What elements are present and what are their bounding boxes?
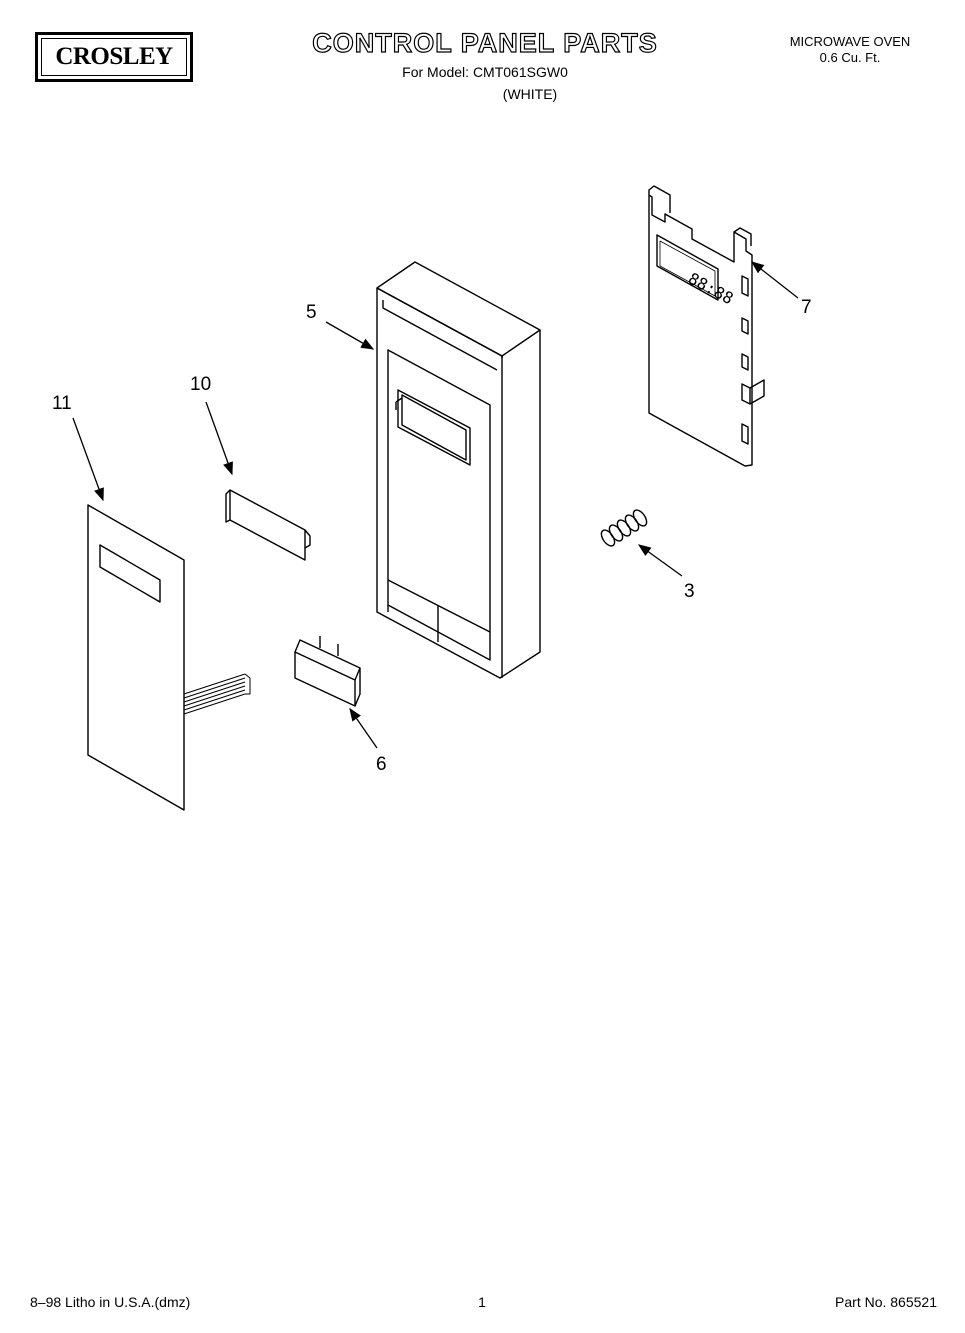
callout-10: 10 bbox=[190, 374, 211, 395]
page-title: CONTROL PANEL PARTS bbox=[312, 27, 658, 58]
model-line: For Model: CMT061SGW0 bbox=[402, 64, 568, 80]
spring-part bbox=[600, 509, 648, 547]
product-type: MICROWAVE OVEN bbox=[789, 34, 911, 49]
callout-11: 11 bbox=[52, 393, 72, 414]
control-panel-frame-part bbox=[376, 261, 541, 679]
part-number: Part No. 865521 bbox=[835, 1294, 937, 1310]
callout-5: 5 bbox=[306, 302, 317, 323]
leader-arrows bbox=[72, 261, 799, 749]
ribbon-cable bbox=[183, 673, 251, 715]
page-number: 1 bbox=[478, 1294, 486, 1310]
print-info: 8–98 Litho in U.S.A.(dmz) bbox=[30, 1294, 191, 1310]
callout-6: 6 bbox=[376, 754, 387, 775]
brand-logo-text: CROSLEY bbox=[41, 38, 187, 76]
control-board-part bbox=[648, 185, 765, 467]
display-window-part bbox=[225, 489, 311, 561]
touch-panel-overlay-part bbox=[87, 504, 251, 811]
door-release-button-part bbox=[294, 636, 361, 707]
color-line: (WHITE) bbox=[502, 86, 558, 102]
brand-logo: CROSLEY bbox=[35, 32, 193, 82]
product-capacity: 0.6 Cu. Ft. bbox=[819, 50, 881, 65]
callout-3: 3 bbox=[684, 581, 695, 602]
callout-7: 7 bbox=[801, 297, 812, 318]
